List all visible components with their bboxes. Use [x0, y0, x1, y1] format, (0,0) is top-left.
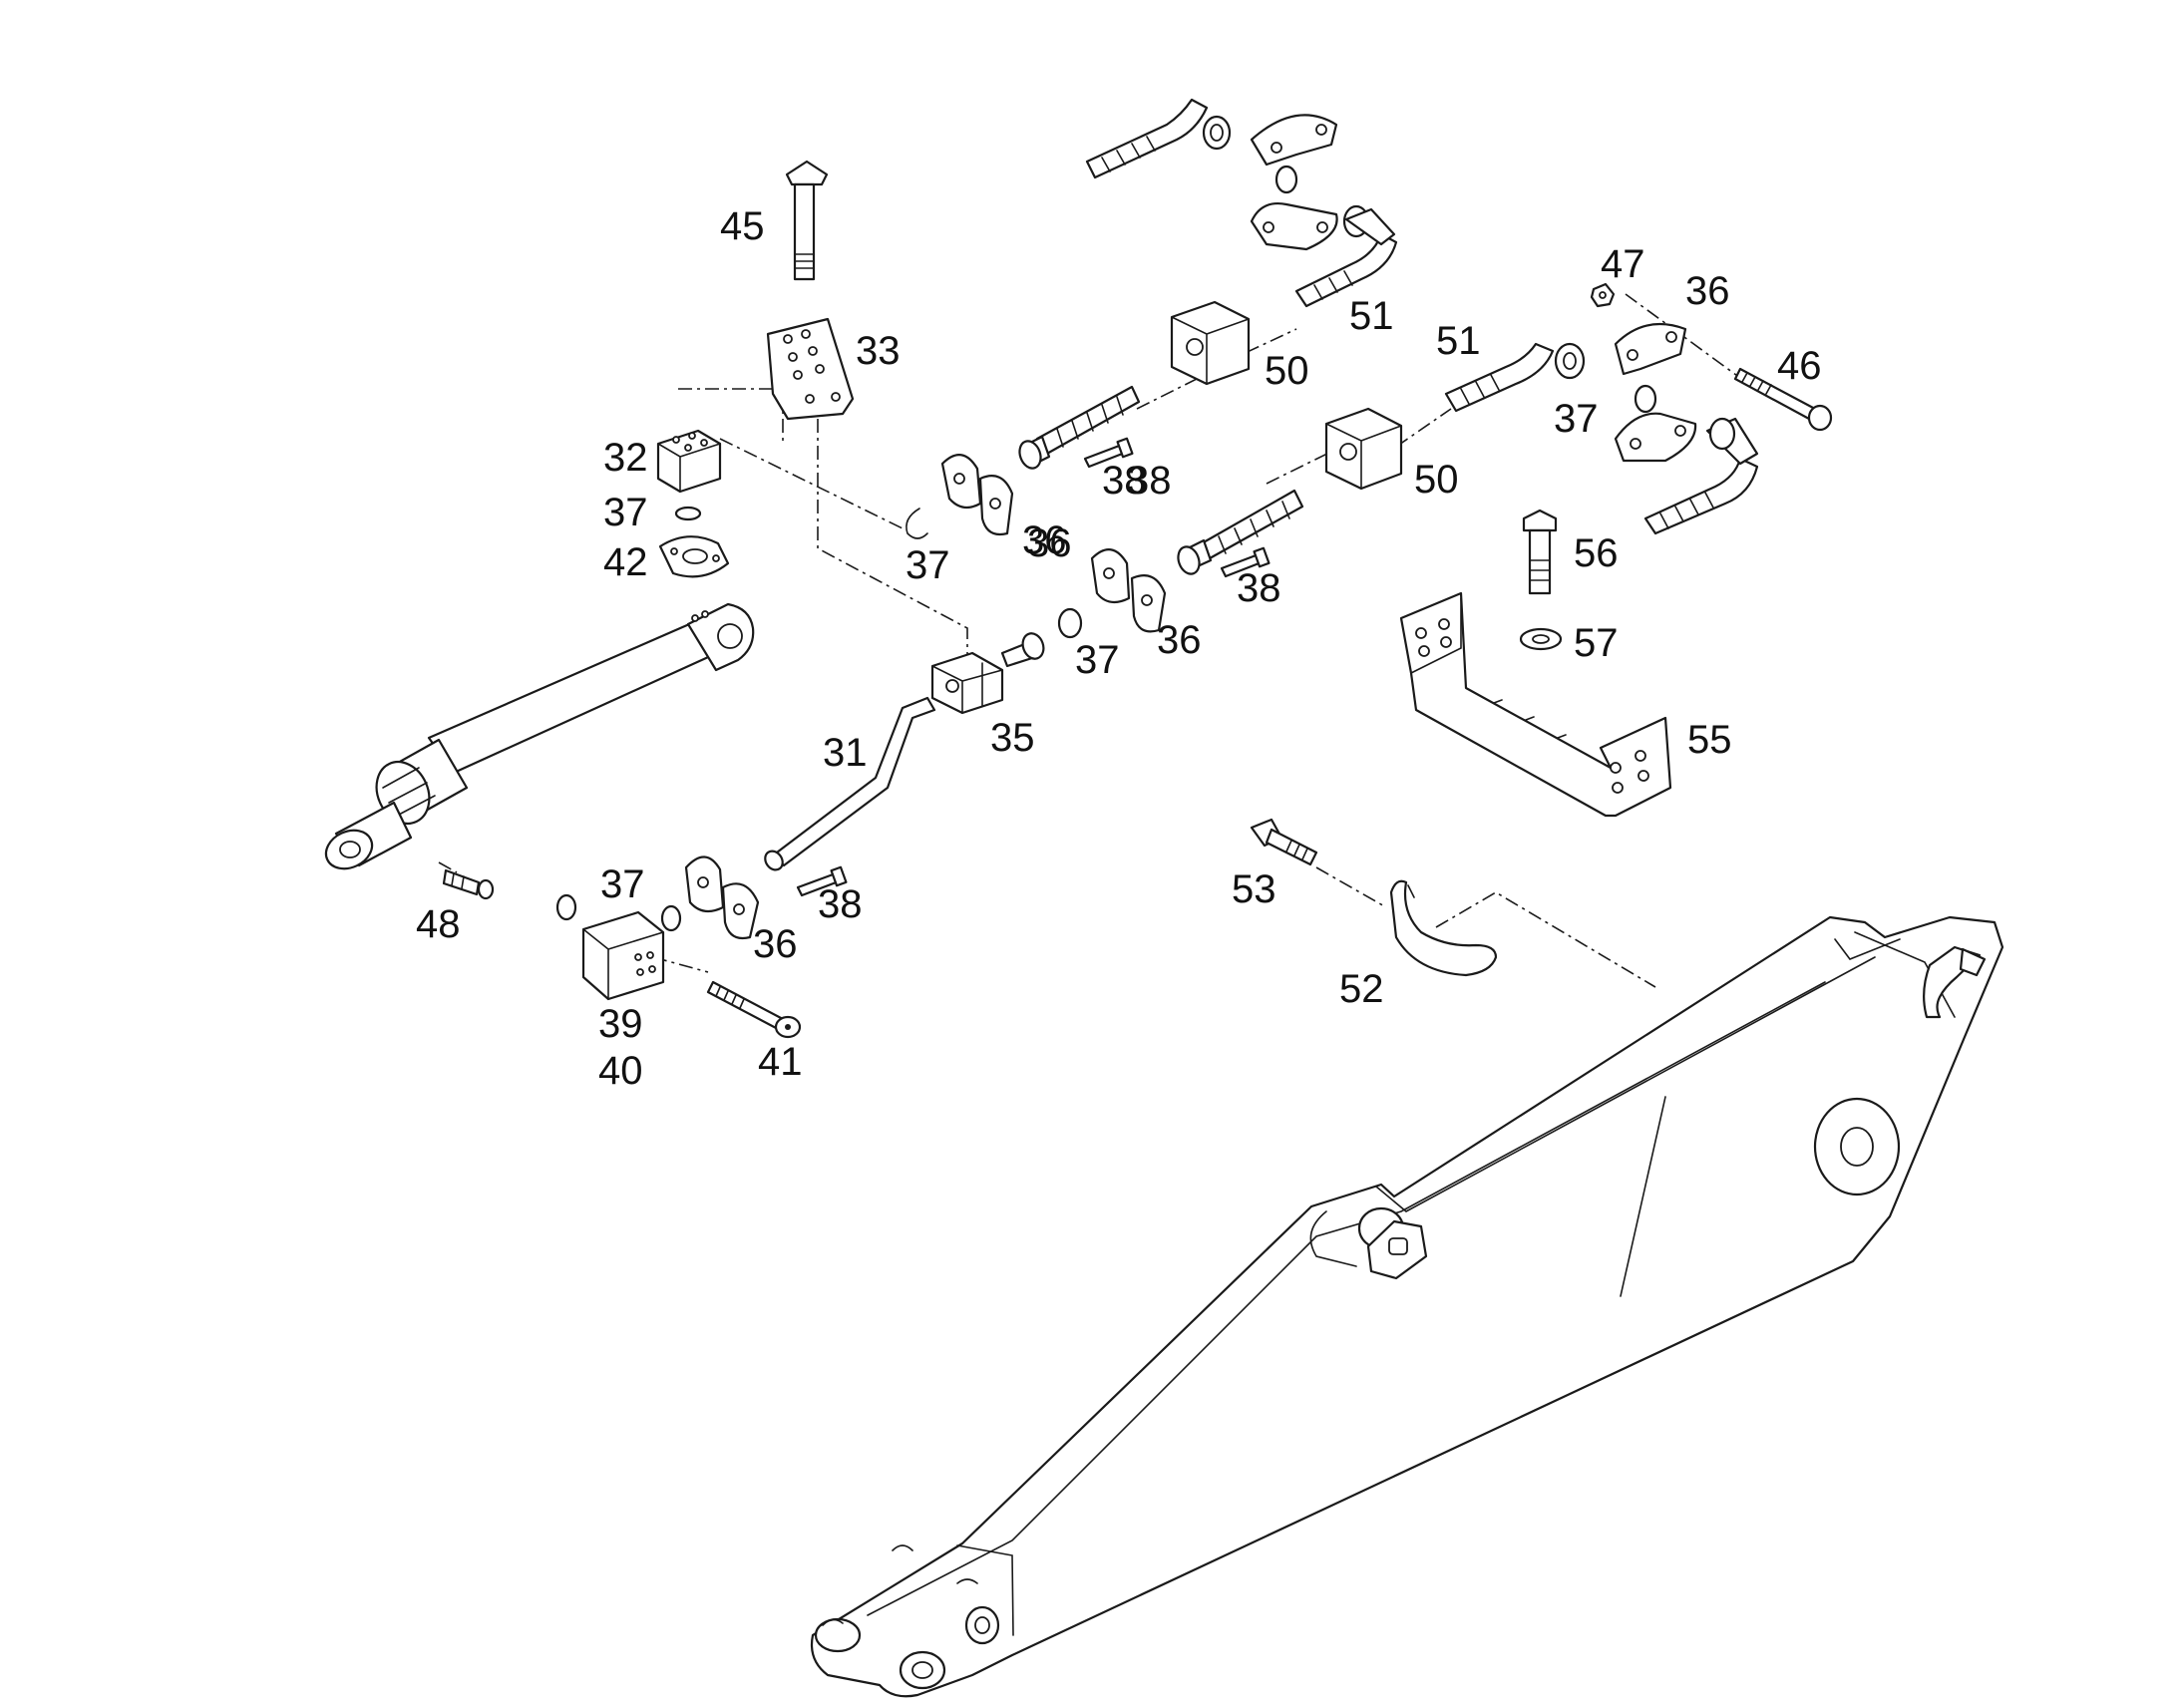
tube-31: [764, 696, 936, 871]
callout-57: 57: [1574, 621, 1619, 665]
screws-38: [796, 437, 1271, 897]
washer-57: [1519, 627, 1563, 651]
callout-37: 37: [906, 543, 950, 587]
oring-37-a: [674, 506, 702, 521]
callout-38: 38: [1237, 566, 1281, 610]
callout-36: 36: [1157, 618, 1202, 662]
callout-50: 50: [1265, 349, 1309, 393]
bolt-41: [706, 980, 802, 1039]
callout-51: 51: [1436, 319, 1481, 363]
callout-46: 46: [1777, 344, 1822, 388]
callout-37: 37: [1075, 638, 1120, 682]
callout-53: 53: [1232, 867, 1276, 911]
callout-36: 36: [753, 922, 798, 966]
block-39: [581, 910, 665, 1001]
callout-33: 33: [856, 329, 901, 373]
nipple-35: [1000, 632, 1045, 668]
callout-37: 37: [600, 862, 645, 906]
callout-41: 41: [758, 1040, 803, 1084]
block-32: [656, 429, 722, 494]
hose-icon: [1018, 98, 1759, 575]
callout-42: 42: [603, 540, 648, 584]
callout-36: 36: [1027, 521, 1072, 565]
bolt-45: [785, 160, 829, 281]
cover-52: [1389, 879, 1498, 977]
callout-31: 31: [823, 731, 868, 775]
block-50-lower: [1324, 407, 1403, 491]
callout-51: 51: [1349, 294, 1394, 338]
callout-32: 32: [603, 436, 648, 480]
callout-55: 55: [1687, 718, 1732, 762]
block-35: [930, 651, 1004, 715]
callout-40: 40: [598, 1049, 643, 1093]
callout-37: 37: [603, 491, 648, 534]
callout-45: 45: [720, 204, 765, 248]
nut-47: [1590, 282, 1616, 308]
boom-arm-icon: [810, 915, 2004, 1698]
callout-labels: 45 33 32 37 42 37 36 38 37 36 38 35 31 4…: [416, 204, 1822, 1093]
callout-35: 35: [990, 716, 1035, 760]
cylinder-icon: [324, 602, 755, 870]
bolt-53: [1250, 818, 1318, 866]
orings-37: [555, 165, 1657, 932]
plate-33: [766, 317, 855, 421]
callout-52: 52: [1339, 967, 1384, 1011]
fitting-48: [442, 868, 495, 900]
callout-47: 47: [1601, 242, 1645, 286]
callout-38: 38: [818, 882, 863, 926]
callout-38: 38: [1102, 459, 1147, 503]
flange-42: [658, 535, 730, 578]
bracket-icon: [1399, 591, 1672, 818]
callout-37: 37: [1554, 397, 1599, 441]
callout-38: 38: [1127, 459, 1172, 503]
callout-36: 36: [1685, 269, 1730, 313]
bolt-46: [1733, 367, 1833, 432]
bolt-icon: [1522, 509, 1558, 595]
block-50-upper: [1170, 300, 1251, 386]
callout-50: 50: [1414, 458, 1459, 502]
callout-48: 48: [416, 902, 461, 946]
callout-56: 56: [1574, 531, 1619, 575]
callout-36: 36: [1022, 518, 1067, 562]
callout-39: 39: [598, 1002, 643, 1046]
split-flange-icon: [684, 114, 1697, 940]
